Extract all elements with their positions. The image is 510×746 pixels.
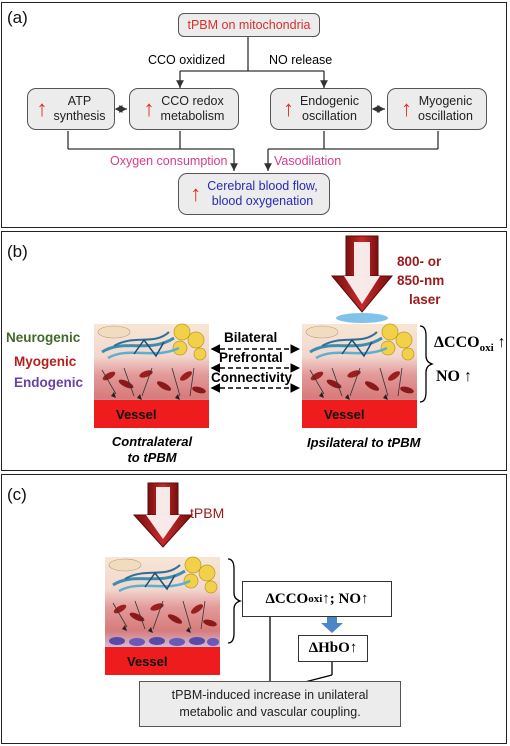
panel-a-connectors xyxy=(67,37,439,171)
cerebral-blood-flow-box: ↑ Cerebral blood flow,blood oxygenation xyxy=(178,173,330,215)
panel-a-label: (a) xyxy=(7,8,28,27)
up-arrow-icon: ↑ xyxy=(401,96,413,121)
vessel-label: Vessel xyxy=(127,653,168,669)
contra-line1: Contralateral xyxy=(111,434,193,449)
atp-line2: synthesis xyxy=(53,109,106,123)
up-arrow-icon: ↑ xyxy=(36,96,48,121)
cbf-line1: Cerebral blood flow, xyxy=(207,179,318,193)
dcco-subscript: oxi xyxy=(479,342,494,355)
brace-icon xyxy=(419,325,435,403)
blue-down-arrow-icon xyxy=(321,613,343,633)
result-box: tPBM-induced increase in unilateral meta… xyxy=(139,681,401,727)
vessel-c: Vessel xyxy=(105,647,220,675)
up-arrow-icon: ↑ xyxy=(464,368,472,385)
vessel-label: Vessel xyxy=(324,406,365,422)
contra-line2: to tPBM xyxy=(127,449,177,465)
myo-line2: oscillation xyxy=(418,109,473,123)
oxygen-consumption-label: Oxygen consumption xyxy=(110,154,228,168)
up-arrow-icon: ↑ xyxy=(497,334,506,351)
myo-line1: Myogenic xyxy=(418,94,473,108)
endo-line1: Endogenic xyxy=(299,94,360,108)
laser-line3: laser xyxy=(409,292,441,307)
contralateral-vessel: Vessel xyxy=(94,400,209,428)
panel-c-graphics xyxy=(103,482,343,703)
cco-line2: metabolism xyxy=(160,109,225,123)
endo-line2: oscillation xyxy=(302,109,357,123)
laser-line2: 850-nm xyxy=(397,273,445,288)
endogenic-label: Endogenic xyxy=(14,375,84,390)
dcco-symbol: ΔCCO xyxy=(434,334,480,351)
cbf-line2: blood oxygenation xyxy=(211,194,314,208)
dcco-subscript-c: oxi xyxy=(308,593,323,605)
ipsilateral-vessel: Vessel xyxy=(302,400,417,428)
up-arrow-icon: ↑ xyxy=(143,96,155,121)
dcco-readout: ΔCCOoxi ↑ xyxy=(434,334,506,354)
no-readout: NO ↑ xyxy=(436,368,472,386)
tpbm-mitochondria-box: tPBM on mitochondria xyxy=(178,13,320,37)
panel-b-graphics xyxy=(92,235,435,418)
vasodilation-label: Vasodilation xyxy=(274,154,342,168)
ipsilateral-caption: Ipsilateral to tPBM xyxy=(307,435,421,450)
cco-line1: CCO redox xyxy=(161,94,224,108)
cco-oxidized-label: CCO oxidized xyxy=(148,53,226,67)
brace-icon xyxy=(227,558,243,644)
result-line1: tPBM-induced increase in unilateral xyxy=(171,688,369,702)
panel-b-label: (b) xyxy=(7,242,28,261)
laser-line1: 800- or xyxy=(397,254,442,269)
dhbo-text: ΔHbO↑ xyxy=(308,640,358,656)
atp-line1: ATP xyxy=(67,94,92,108)
result-line2: metabolic and vascular coupling. xyxy=(179,704,361,719)
dhbo-box: ΔHbO↑ xyxy=(298,635,368,662)
up-arrow-icon: ↑ xyxy=(282,96,294,121)
tissue-c xyxy=(103,555,222,651)
no-release-label: NO release xyxy=(269,53,333,67)
tpbm-label: tPBM xyxy=(190,505,225,521)
vessel-label: Vessel xyxy=(116,406,157,422)
dcco-symbol-c: ΔCCO xyxy=(265,590,309,607)
no-symbol: NO xyxy=(436,368,460,385)
dcco-rest-c: ↑; NO↑ xyxy=(322,590,369,607)
contralateral-caption: Contralateral to tPBM xyxy=(97,434,207,465)
panel-c-label: (c) xyxy=(7,485,27,504)
panel-b: (b) 800- or 850-nm laser Neurogenic Myog… xyxy=(1,231,507,471)
tpbm-arrow-icon xyxy=(132,482,194,548)
neurogenic-label: Neurogenic xyxy=(6,330,81,345)
bilateral-label: Bilateral xyxy=(224,330,278,345)
panel-a: (a) tPBM on mitochondria CCO oxidized NO… xyxy=(1,2,507,228)
laser-arrow-icon xyxy=(330,235,394,323)
tpbm-mitochondria-text: tPBM on mitochondria xyxy=(187,17,311,32)
myogenic-label: Myogenic xyxy=(14,354,77,369)
connectivity-label: Connectivity xyxy=(211,370,293,385)
up-arrow-icon: ↑ xyxy=(190,181,202,206)
prefrontal-label: Prefrontal xyxy=(219,350,283,365)
